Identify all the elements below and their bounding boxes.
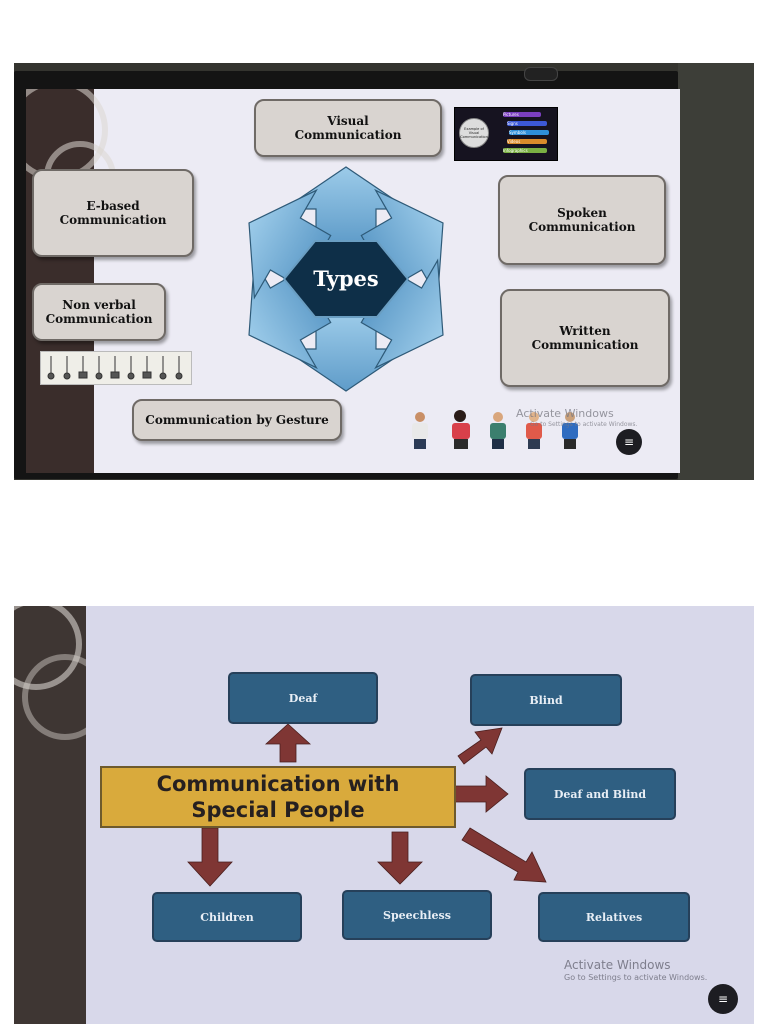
types-diagram: Types [248,166,444,392]
box-e-based-communication: E-based Communication [32,169,194,257]
wall-background [678,63,754,480]
gesture-icons-strip [40,351,192,385]
box-speechless: Speechless [342,890,492,940]
box-children: Children [152,892,302,942]
thumbnail-bar: Pictures [503,112,541,117]
center-title-text: Communication with Special People [156,772,400,822]
box-visual-communication: Visual Communication [254,99,442,157]
activate-windows-subtitle: Go to Settings to activate Windows. [564,973,708,982]
activate-windows-title: Activate Windows [516,407,614,420]
arrow-to-deaf [264,723,312,763]
arrow-to-children [187,827,233,887]
arrow-to-blind [457,727,503,765]
thumbnail-bar: Videos [507,139,547,144]
box-deaf: Deaf [228,672,378,724]
thumbnail-hub: Example of Visual Communication [459,118,489,148]
menu-icon[interactable]: ≡ [616,429,642,455]
activate-windows-title: Activate Windows [564,958,671,972]
center-hexagon [282,240,410,318]
arrow-to-deaf-and-blind [453,775,509,813]
box-non-verbal-communication: Non verbal Communication [32,283,166,341]
slide-screen: Deaf Blind Deaf and Blind Children Speec… [86,606,754,1024]
arrow-to-speechless [377,831,423,885]
box-written-communication: Written Communication [500,289,670,387]
thumbnail-bar: Signs [507,121,547,126]
center-label: Types [313,266,378,291]
box-communication-by-gesture: Communication by Gesture [132,399,342,441]
slide-screen: Types Visual Communication E-based Commu… [26,89,680,473]
webcam [524,67,558,81]
thumbnail-bar: Symbols [509,130,549,135]
box-deaf-and-blind: Deaf and Blind [524,768,676,820]
photo-slide-special-people: Deaf Blind Deaf and Blind Children Speec… [14,606,754,1024]
menu-icon[interactable]: ≡ [708,984,738,1014]
photo-slide-types: Types Visual Communication E-based Commu… [14,63,754,480]
box-spoken-communication: Spoken Communication [498,175,666,265]
visual-communication-thumbnail: Example of Visual Communication Pictures… [454,107,558,161]
box-relatives: Relatives [538,892,690,942]
activate-windows-subtitle: Go to Settings to activate Windows. [530,421,638,428]
thumbnail-bar: Infographics [503,148,547,153]
people-gesturing-illustration [412,410,578,449]
arrow-to-relatives [461,827,547,883]
special-people-arrows [187,723,547,887]
box-blind: Blind [470,674,622,726]
hand-signs-icon [47,356,183,380]
thumbnail-title: Example of Visual Communication [460,127,488,139]
center-box-title: Communication with Special People [100,766,456,828]
